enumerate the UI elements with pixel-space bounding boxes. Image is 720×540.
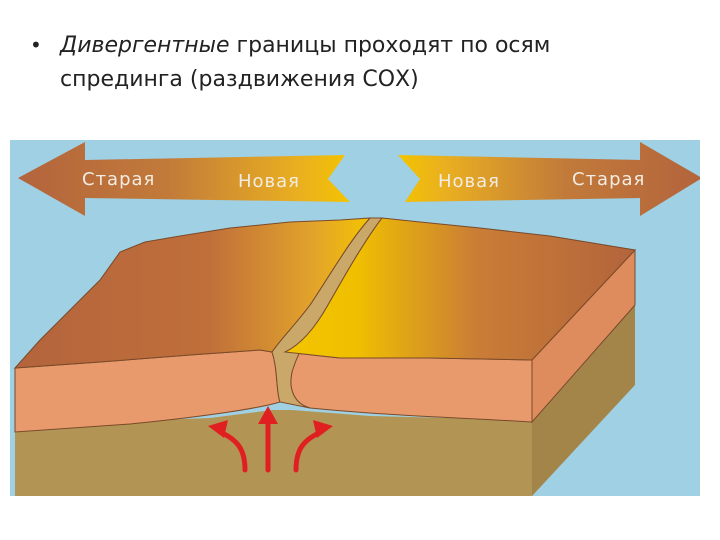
upwelling-arrow-right-head <box>313 420 333 438</box>
upwelling-arrow-center-head <box>258 406 278 424</box>
bullet-line-1-text: Дивергентные границы проходят по осям <box>60 29 550 63</box>
bullet-line-1: • Дивергентные границы проходят по осям <box>30 28 670 63</box>
mantle-front-face <box>15 410 532 496</box>
right-arrow-new-label: Новая <box>438 171 500 192</box>
right-plate-top <box>283 217 637 361</box>
left-arrow-old-label: Старая <box>82 169 155 190</box>
left-arrow-new-label: Новая <box>238 171 300 192</box>
right-arrow-old-label: Старая <box>572 169 645 190</box>
upwelling-arrow-left-head <box>208 420 228 438</box>
bullet-line-2: спрединга (раздвижения СОХ) <box>60 67 419 92</box>
left-plate-top <box>13 217 372 369</box>
right-spreading-arrow <box>398 142 700 216</box>
bullet-marker: • <box>30 33 42 57</box>
upwelling-arrows <box>208 406 333 473</box>
bullet-text: • Дивергентные границы проходят по осям … <box>30 28 670 97</box>
divergent-boundary-diagram: Старая Новая Новая Старая <box>10 140 700 496</box>
bullet-rest: границы проходят по осям <box>229 33 551 58</box>
bullet-term: Дивергентные <box>60 33 230 58</box>
mantle-side-face <box>532 305 635 496</box>
left-spreading-arrow <box>18 142 350 216</box>
